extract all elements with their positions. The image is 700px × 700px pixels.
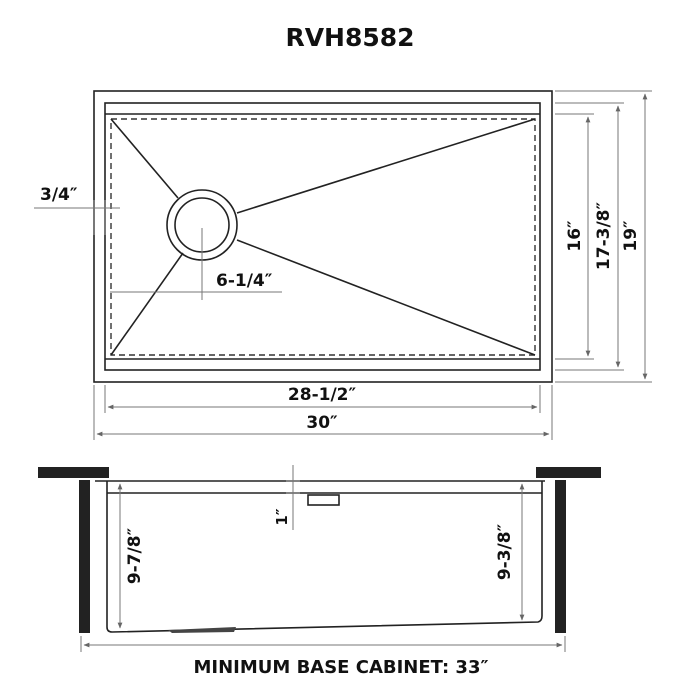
ledge-slot [307,494,340,506]
model-title: RVH8582 [285,23,414,52]
dim-drain-edge: 3/4″ [40,185,78,205]
dim-outer-length: 19″ [621,220,641,252]
dim-outer-width: 30″ [306,413,338,433]
countertop-left [38,467,109,478]
dim-inner-width: 28-1/2″ [288,385,357,405]
side-view: 1″ 9-7/8″ 9-3/8″ MINIMUM BASE CABINET: 3… [38,465,601,678]
outer-rim [93,90,553,383]
top-view: 3/4″ 6-1/4″ 28-1/2″ 30″ 16″ 17-3/8″ 19″ [34,90,652,440]
cabinet-wall-right [555,480,566,633]
dim-bowl-length: 16″ [565,220,585,252]
sink-profile [106,481,543,633]
dim-drain-center: 6-1/4″ [216,271,273,291]
cabinet-wall-left [79,480,90,633]
drain-bottom [168,627,236,633]
bowl-floor-outline [110,118,536,356]
dim-left-depth: 9-7/8″ [125,527,145,584]
countertop-right [536,467,601,478]
dim-right-depth: 9-3/8″ [495,523,515,580]
inner-rim [104,102,541,371]
dim-inner-length: 17-3/8″ [594,202,614,271]
dim-ledge-depth: 1″ [273,508,291,525]
min-cabinet-caption: MINIMUM BASE CABINET: 33″ [193,657,488,678]
